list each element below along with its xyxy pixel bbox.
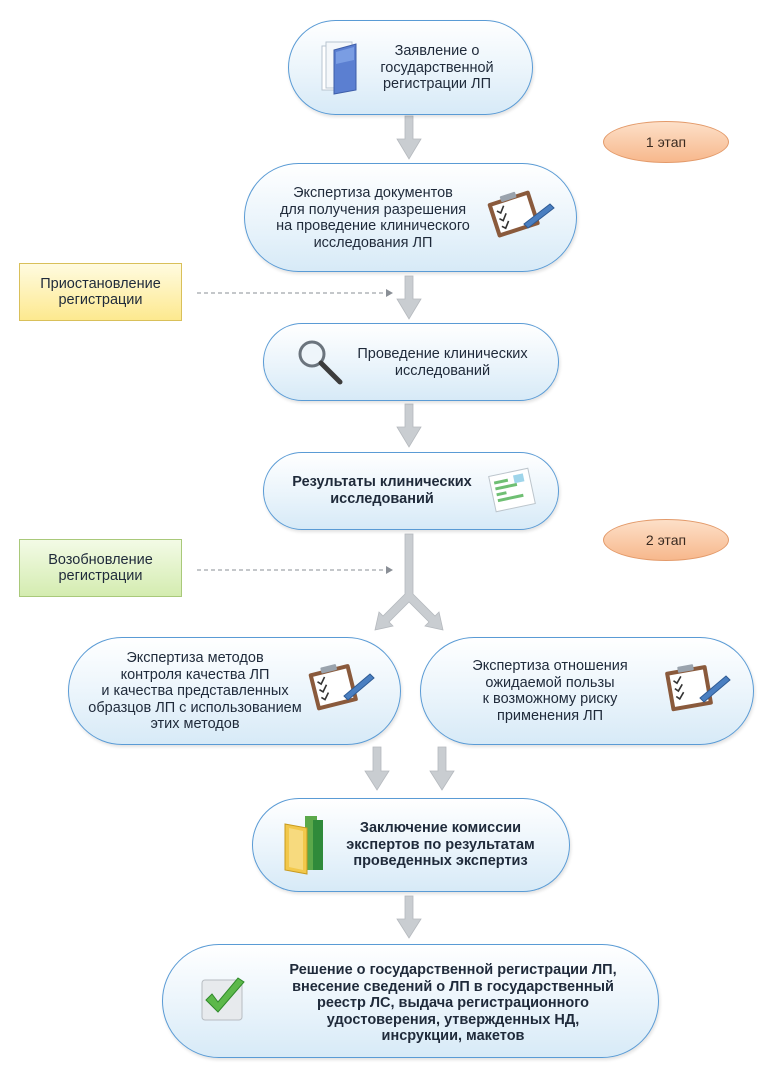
clipboard-pen-icon — [308, 664, 375, 711]
stage-1-badge: 1 этап — [603, 121, 729, 163]
checkmark-icon — [201, 977, 245, 1021]
folder-document-icon — [321, 41, 357, 95]
step-benefit-risk-text: Экспертиза отношения ожидаемой пользы к … — [472, 658, 628, 724]
magnifier-icon — [298, 340, 343, 385]
arrow-2 — [396, 275, 422, 320]
arrow-3 — [396, 403, 422, 448]
step-decision — [162, 944, 659, 1058]
arrow-4b — [429, 746, 455, 791]
clipboard-pen-icon — [487, 190, 555, 238]
step-docs-expertise-text: Экспертиза документов для получения разр… — [276, 185, 470, 251]
clipboard-pen-icon — [665, 664, 731, 712]
arrow-5 — [396, 895, 422, 939]
suspension-note: Приостановление регистрации — [19, 263, 182, 321]
arrow-1 — [396, 115, 422, 160]
folders-icon — [284, 816, 323, 875]
step-clinical-results-text: Результаты клинических исследований — [292, 474, 472, 507]
step-quality-expertise-text: Экспертиза методов контроля качества ЛП … — [88, 650, 302, 732]
step-application-text: Заявление о государственной регистрации … — [380, 43, 494, 92]
resumption-note: Возобновление регистрации — [19, 539, 182, 597]
step-decision-text: Решение о государственной регистрации ЛП… — [289, 962, 617, 1044]
arrow-split — [374, 533, 444, 631]
report-chart-icon — [488, 467, 536, 513]
arrow-4a — [364, 746, 390, 791]
step-commission-text: Заключение комиссии экспертов по результ… — [346, 820, 535, 869]
step-clinical-trials-text: Проведение клинических исследований — [357, 346, 528, 379]
stage-2-badge: 2 этап — [603, 519, 729, 561]
